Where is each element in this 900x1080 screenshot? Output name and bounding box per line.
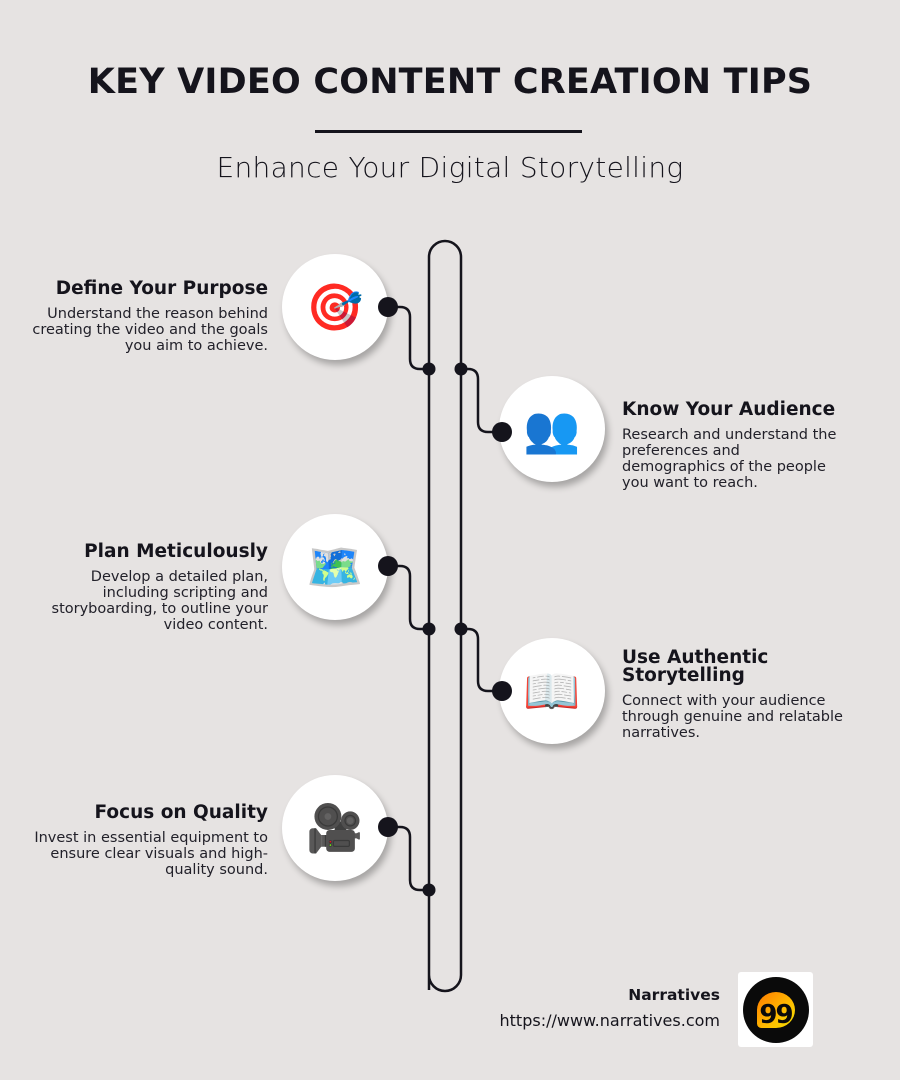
tip-icon-circle: 📖: [499, 638, 605, 744]
speech-bubble-quote-icon: 99: [756, 991, 795, 1028]
tip-title: Plan Meticulously: [84, 541, 268, 562]
tip-title: Use Authentic Storytelling: [622, 647, 769, 686]
tip-description: Develop a detailed plan, including scrip…: [51, 569, 268, 633]
tip-icon-circle: 👥: [499, 376, 605, 482]
people-silhouettes-icon: 👥: [523, 402, 581, 456]
brand-name: Narratives: [628, 986, 720, 1004]
target-dart-icon: 🎯: [306, 280, 364, 334]
tip-icon-circle: 🎯: [282, 254, 388, 360]
junction-dot: [454, 362, 468, 376]
movie-camera-icon: 🎥: [306, 801, 364, 855]
page-subtitle: Enhance Your Digital Storytelling: [216, 151, 684, 184]
tip-description: Research and understand the preferences …: [622, 427, 837, 491]
tip-icon-circle: 🗺️: [282, 514, 388, 620]
tip-title: Know Your Audience: [622, 399, 836, 420]
tip-title: Define Your Purpose: [55, 278, 268, 299]
junction-dot: [422, 622, 436, 636]
world-map-icon: 🗺️: [306, 540, 364, 594]
open-book-icon: 📖: [523, 664, 581, 718]
tip-authentic-storytelling: Use Authentic Storytelling Connect with …: [622, 647, 847, 741]
junction-dot: [454, 622, 468, 636]
page-title: KEY VIDEO CONTENT CREATION TIPS: [87, 62, 813, 102]
tip-define-purpose: Define Your Purpose Understand the reaso…: [28, 278, 268, 354]
junction-dot: [422, 362, 436, 376]
brand-logo: 99: [738, 972, 813, 1047]
tip-description: Understand the reason behind creating th…: [32, 306, 268, 354]
tip-icon-circle: 🎥: [282, 775, 388, 881]
tip-description: Connect with your audience through genui…: [622, 693, 843, 741]
tip-description: Invest in essential equipment to ensure …: [34, 830, 268, 878]
brand-url[interactable]: https://www.narratives.com: [499, 1011, 720, 1030]
title-divider: [315, 130, 582, 133]
tip-plan-meticulously: Plan Meticulously Develop a detailed pla…: [28, 541, 268, 633]
tip-focus-quality: Focus on Quality Invest in essential equ…: [28, 802, 268, 878]
tip-know-audience: Know Your Audience Research and understa…: [622, 399, 847, 491]
junction-dot: [422, 883, 436, 897]
tip-title: Focus on Quality: [94, 802, 268, 823]
